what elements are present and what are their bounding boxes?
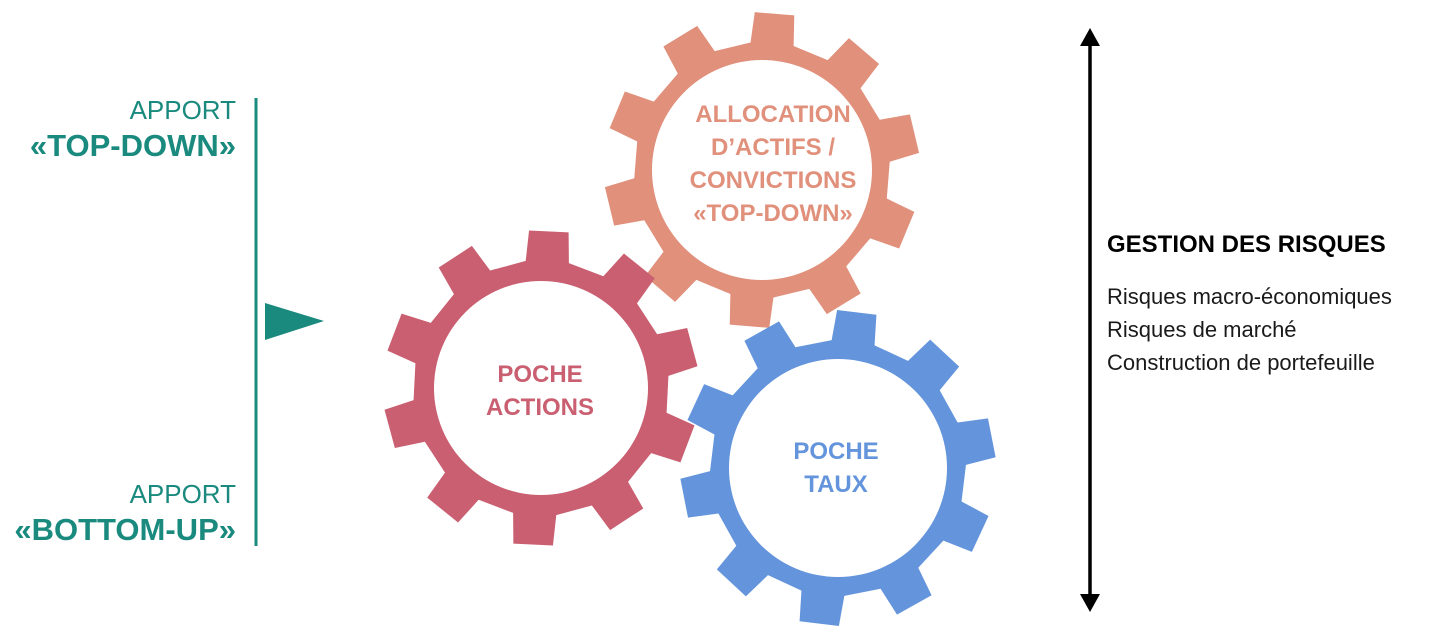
top-down-label: APPORT «TOP-DOWN» xyxy=(30,94,236,166)
gear-allocation xyxy=(604,12,920,328)
gear-actions xyxy=(384,230,698,546)
gear-allocation-line: D’ACTIFS / xyxy=(711,134,835,161)
gear-taux xyxy=(680,310,996,626)
risk-panel: GESTION DES RISQUES Risques macro-économ… xyxy=(1107,228,1392,379)
gear-actions-label: POCHE ACTIONS xyxy=(440,358,640,424)
bottom-up-label: APPORT «BOTTOM-UP» xyxy=(14,478,236,550)
gear-actions-line: ACTIONS xyxy=(486,394,594,421)
risk-title: GESTION DES RISQUES xyxy=(1107,231,1386,258)
risk-item: Risques de marché xyxy=(1107,317,1297,342)
top-down-label-line1: APPORT xyxy=(129,95,236,125)
top-down-label-line2: «TOP-DOWN» xyxy=(29,128,236,163)
gear-taux-line: POCHE xyxy=(793,438,879,465)
gear-actions-line: POCHE xyxy=(497,361,583,388)
bottom-up-label-line2: «BOTTOM-UP» xyxy=(14,512,236,547)
gear-taux-line: TAUX xyxy=(804,471,868,498)
gear-allocation-line: ALLOCATION xyxy=(695,101,851,128)
gear-taux-label: POCHE TAUX xyxy=(736,435,936,501)
gear-allocation-label: ALLOCATION D’ACTIFS / CONVICTIONS «TOP-D… xyxy=(633,98,913,230)
gear-allocation-line: CONVICTIONS xyxy=(689,167,857,194)
double-arrow-vertical-icon xyxy=(1080,28,1100,612)
risk-item: Risques macro-économiques xyxy=(1107,284,1392,309)
bottom-up-label-line1: APPORT xyxy=(129,479,236,509)
gear-allocation-line: «TOP-DOWN» xyxy=(693,200,853,227)
triangle-right-icon xyxy=(265,303,324,340)
risk-item: Construction de portefeuille xyxy=(1107,350,1375,375)
